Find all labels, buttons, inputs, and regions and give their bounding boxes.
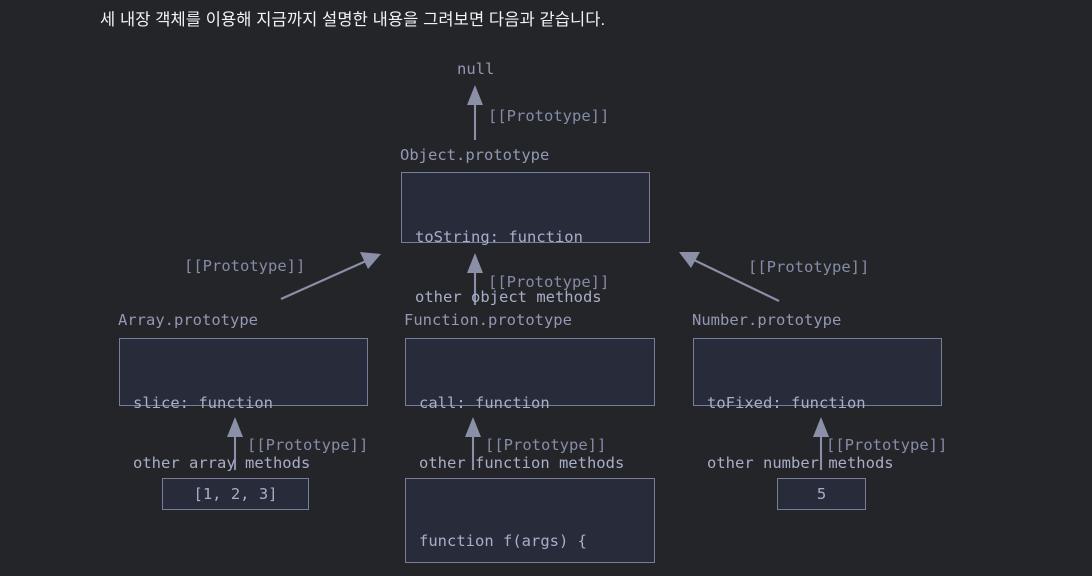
node-object-prototype: toString: function other object methods xyxy=(401,172,650,306)
edge-label-number-to-object: [[Prototype]] xyxy=(748,258,870,276)
node-function-prototype: call: function other function methods xyxy=(405,338,655,472)
null-label: null xyxy=(457,60,495,78)
caption-array-prototype: Array.prototype xyxy=(118,311,258,329)
edge-label-numinst-to-number: [[Prototype]] xyxy=(826,436,948,454)
node-array-prototype-line2: other array methods xyxy=(133,454,311,472)
node-object-prototype-line2: other object methods xyxy=(415,288,602,306)
caption-object-prototype: Object.prototype xyxy=(400,146,550,164)
node-function-instance: function f(args) { ... } xyxy=(405,478,655,563)
node-object-prototype-line1: toString: function xyxy=(415,228,583,246)
node-number-prototype-line2: other number methods xyxy=(707,454,894,472)
node-function-prototype-line1: call: function xyxy=(419,394,550,412)
caption-number-prototype: Number.prototype xyxy=(692,311,842,329)
page-title: 세 내장 객체를 이용해 지금까지 설명한 내용을 그려보면 다음과 같습니다. xyxy=(100,11,606,29)
edge-label-arrayinst-to-array: [[Prototype]] xyxy=(247,436,369,454)
edge-label-function-to-object: [[Prototype]] xyxy=(488,273,610,291)
node-number-instance-value: 5 xyxy=(816,485,827,503)
arrow-object-to-null xyxy=(467,85,483,140)
edge-label-object-to-null: [[Prototype]] xyxy=(488,107,610,125)
edge-label-array-to-object: [[Prototype]] xyxy=(184,257,306,275)
node-function-instance-line1: function f(args) { xyxy=(419,532,587,550)
node-number-instance: 5 xyxy=(777,478,866,510)
node-number-prototype-line1: toFixed: function xyxy=(707,394,866,412)
node-array-instance: [1, 2, 3] xyxy=(162,478,309,510)
node-function-prototype-line2: other function methods xyxy=(419,454,625,472)
node-number-prototype: toFixed: function other number methods xyxy=(693,338,942,472)
caption-function-prototype: Function.prototype xyxy=(404,311,572,329)
node-array-prototype: slice: function other array methods xyxy=(119,338,368,472)
node-array-instance-value: [1, 2, 3] xyxy=(193,485,278,503)
node-array-prototype-line1: slice: function xyxy=(133,394,273,412)
edge-label-funcinst-to-function: [[Prototype]] xyxy=(485,436,607,454)
